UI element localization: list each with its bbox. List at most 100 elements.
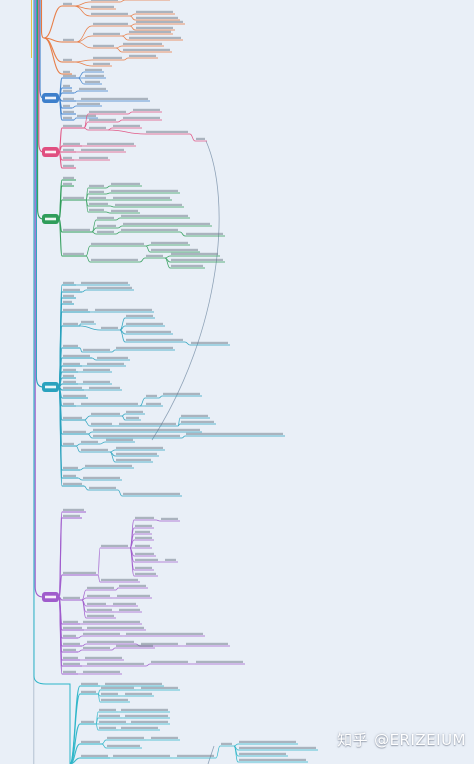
topic-text	[87, 640, 134, 643]
topic-text	[136, 20, 183, 23]
branch-connector	[105, 185, 111, 189]
topic-text	[126, 632, 203, 635]
branch-connector	[85, 245, 91, 257]
branch-connector	[164, 257, 171, 269]
topic-text	[89, 386, 120, 389]
topic-text	[91, 5, 114, 8]
branch-connector	[117, 119, 123, 123]
branch-connector	[77, 77, 85, 85]
topic-text	[63, 97, 74, 100]
topic-text	[97, 356, 128, 359]
topic-text	[99, 726, 116, 729]
topic-text	[63, 402, 74, 405]
branch-connector	[119, 0, 126, 3]
topic-text	[146, 130, 188, 133]
branch-connector	[177, 423, 181, 427]
topic-text	[89, 190, 104, 193]
topic-text	[135, 572, 156, 575]
topic-text	[126, 322, 163, 325]
branch-connector	[164, 255, 171, 259]
topic-text	[87, 594, 110, 597]
topic-text	[111, 182, 140, 185]
branch-connector	[184, 341, 191, 346]
topic-text	[119, 608, 140, 611]
topic-text	[101, 326, 118, 329]
branch-connector	[115, 217, 121, 221]
branch-connector	[83, 419, 91, 427]
topic-text	[63, 288, 80, 291]
main-topic-label	[45, 96, 56, 100]
topic-text	[63, 164, 74, 167]
branch-connector	[87, 431, 93, 435]
topic-text	[87, 142, 134, 145]
branch-connector	[111, 349, 116, 353]
topic-text	[63, 656, 78, 659]
topic-text	[191, 341, 228, 344]
topic-text	[89, 126, 106, 129]
topic-text	[87, 614, 114, 617]
branch-connector	[77, 477, 83, 481]
branch-connector	[83, 485, 89, 491]
topic-text	[87, 586, 114, 589]
branch-connector	[58, 218, 63, 257]
topic-text	[171, 258, 223, 261]
topic-text	[146, 402, 161, 405]
branch-connector	[75, 25, 93, 43]
topic-text	[89, 196, 106, 199]
topic-text	[63, 368, 76, 371]
topic-text	[135, 552, 154, 555]
topic-text	[89, 184, 104, 187]
topic-text	[135, 536, 152, 539]
topic-text	[93, 22, 128, 25]
topic-text	[63, 642, 80, 645]
topic-text	[123, 48, 170, 51]
branch-connector	[58, 97, 63, 121]
trunk-connector	[40, 0, 45, 39]
branch-connector	[121, 35, 129, 41]
branch-connector	[129, 23, 136, 27]
relationship-line	[151, 140, 220, 441]
topic-text	[136, 10, 173, 13]
branch-connector	[158, 395, 163, 399]
topic-text	[151, 241, 188, 244]
topic-text	[239, 758, 306, 761]
branch-connector	[129, 547, 135, 577]
topic-text	[171, 252, 218, 255]
topic-text	[181, 414, 208, 417]
topic-text	[63, 176, 74, 179]
branch-connector	[145, 663, 151, 667]
topic-text	[63, 394, 86, 397]
branch-connector	[91, 357, 97, 361]
topic-text	[97, 216, 114, 219]
branch-connector	[97, 689, 101, 695]
branch-connector	[105, 211, 111, 214]
topic-text	[221, 742, 232, 745]
topic-text	[119, 584, 146, 587]
topic-text	[196, 660, 243, 663]
branch-connector	[97, 547, 101, 576]
branch-connector	[73, 5, 91, 17]
topic-text	[63, 156, 72, 159]
branch-connector	[115, 45, 123, 49]
branch-connector	[77, 649, 83, 653]
topic-text	[97, 224, 116, 227]
branch-connector	[73, 90, 79, 94]
branch-connector	[97, 574, 101, 583]
topic-text	[126, 330, 171, 333]
topic-text	[63, 430, 86, 433]
topic-text	[85, 80, 100, 83]
branch-connector	[83, 127, 89, 131]
topic-text	[89, 208, 104, 211]
topic-text	[63, 626, 82, 629]
topic-text	[85, 74, 104, 77]
topic-text	[83, 632, 120, 635]
topic-text	[63, 281, 74, 284]
topic-text	[126, 314, 153, 317]
topic-text	[81, 690, 96, 693]
topic-text	[121, 726, 158, 729]
topic-text	[63, 482, 82, 485]
topic-text	[101, 686, 134, 689]
topic-text	[81, 440, 98, 443]
topic-text	[91, 412, 120, 415]
